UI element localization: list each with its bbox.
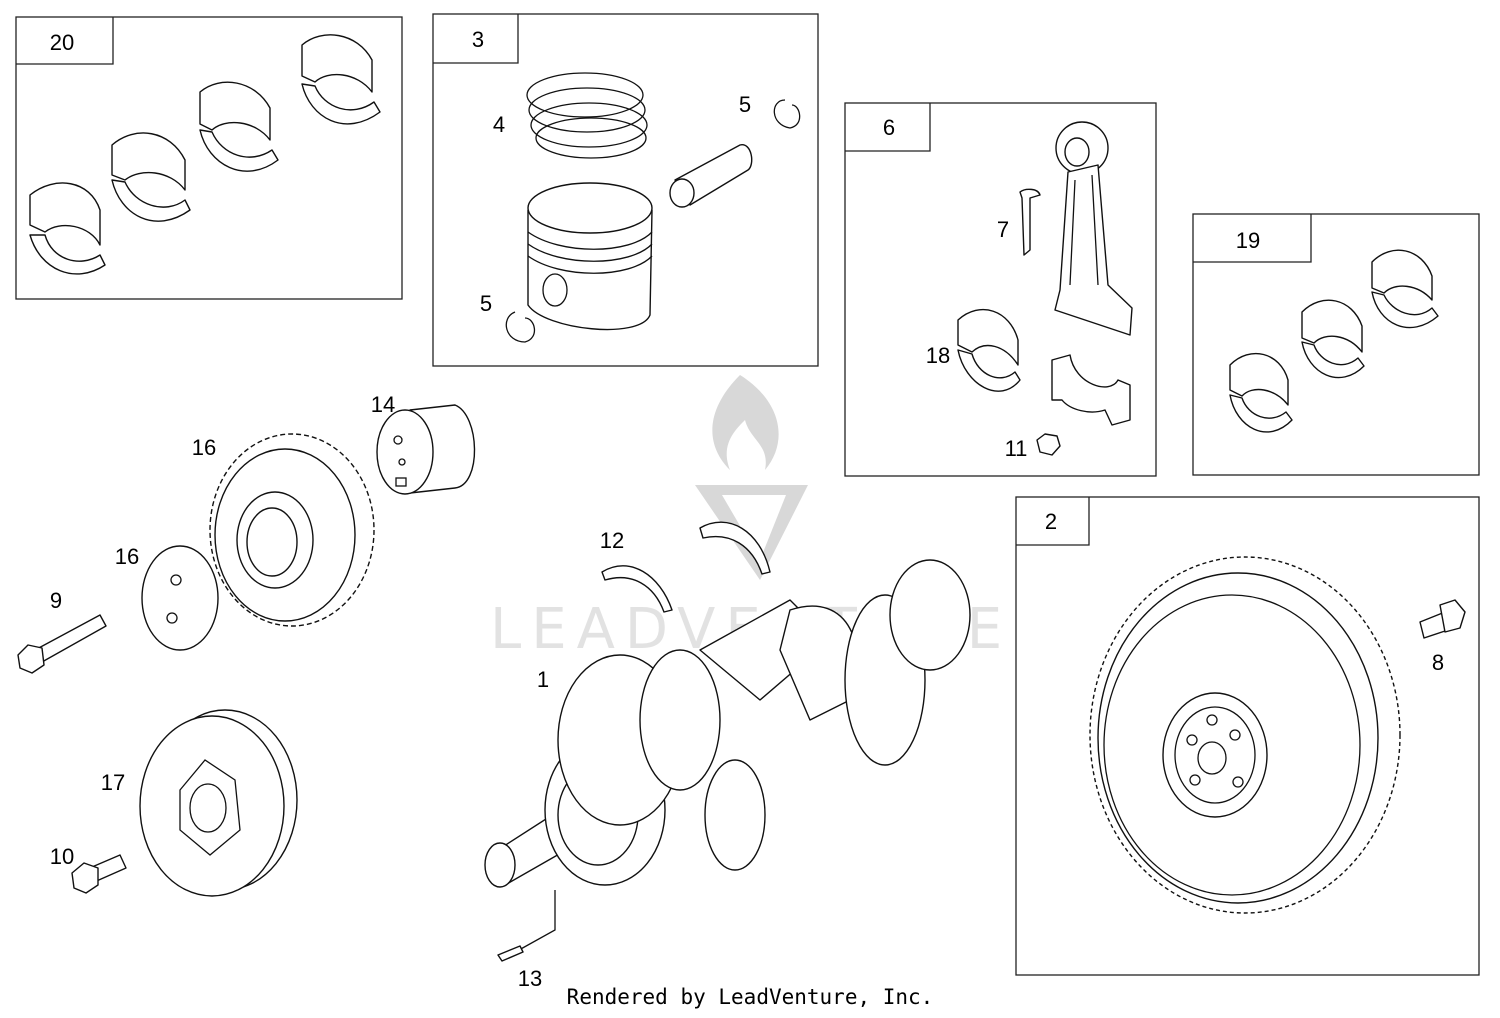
balancer-weight xyxy=(376,404,476,495)
callout-16-plate: 16 xyxy=(115,544,139,569)
thrust-washers xyxy=(601,521,771,613)
rod-nut xyxy=(1036,433,1061,456)
group-box-2 xyxy=(1015,496,1480,976)
watermark-v-icon xyxy=(695,485,808,580)
callout-16-gear: 16 xyxy=(192,435,216,460)
connecting-rod xyxy=(1054,121,1133,336)
crank-pulley xyxy=(139,709,298,897)
idler-gear xyxy=(209,433,375,627)
piston-rings xyxy=(526,72,648,159)
pulley-bolt xyxy=(71,854,127,894)
callout-4: 4 xyxy=(493,112,505,137)
callout-9: 9 xyxy=(50,588,62,613)
callout-13: 13 xyxy=(518,966,542,991)
group-box-6 xyxy=(844,102,1157,477)
group-label-19: 19 xyxy=(1236,228,1260,253)
group-box-20 xyxy=(15,16,403,300)
piston-pin xyxy=(669,144,753,208)
crankshaft xyxy=(484,559,971,962)
callout-7: 7 xyxy=(997,217,1009,242)
callout-14: 14 xyxy=(371,392,395,417)
group-box-3 xyxy=(432,13,819,367)
callout-5-lower: 5 xyxy=(480,291,492,316)
rod-bearing-shells xyxy=(957,309,1021,392)
thrust-bearing-shells xyxy=(1229,249,1439,433)
rod-bolt xyxy=(1019,188,1041,256)
callout-18: 18 xyxy=(926,343,950,368)
callout-11: 11 xyxy=(1005,436,1028,461)
callout-1: 1 xyxy=(537,667,549,692)
footer-credit: Rendered by LeadVenture, Inc. xyxy=(567,985,934,1009)
group-label-3: 3 xyxy=(472,27,484,52)
group-label-6: 6 xyxy=(883,115,895,140)
callout-12: 12 xyxy=(600,528,624,553)
callout-8: 8 xyxy=(1432,650,1444,675)
group-label-2: 2 xyxy=(1045,509,1057,534)
callout-5-upper: 5 xyxy=(739,92,751,117)
callout-17: 17 xyxy=(101,770,125,795)
watermark-flame-icon xyxy=(712,375,779,470)
flywheel-bolt xyxy=(1419,599,1466,639)
snap-ring-upper xyxy=(773,99,801,129)
callout-10: 10 xyxy=(50,844,74,869)
thrust-plate xyxy=(141,545,219,651)
piston xyxy=(527,182,653,331)
gear-bolt xyxy=(17,614,107,674)
group-label-20: 20 xyxy=(50,30,74,55)
main-bearing-shells xyxy=(29,34,381,275)
snap-ring-lower xyxy=(505,311,536,343)
rod-cap xyxy=(1051,354,1131,426)
flywheel xyxy=(1089,556,1401,914)
group-box-19 xyxy=(1192,213,1480,476)
